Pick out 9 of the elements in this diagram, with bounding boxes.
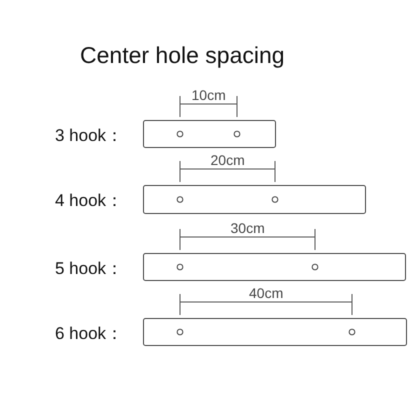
dimension-label: 20cm: [210, 152, 245, 168]
row-label: 5 hook：: [55, 258, 124, 280]
title: Center hole spacing: [80, 42, 285, 69]
row-label: 4 hook：: [55, 190, 124, 212]
dimension-label: 10cm: [192, 87, 226, 103]
dimension-label: 40cm: [249, 285, 284, 301]
row-label: 6 hook：: [55, 322, 124, 344]
row-label: 3 hook：: [55, 124, 124, 146]
dimension-label: 30cm: [230, 220, 265, 236]
